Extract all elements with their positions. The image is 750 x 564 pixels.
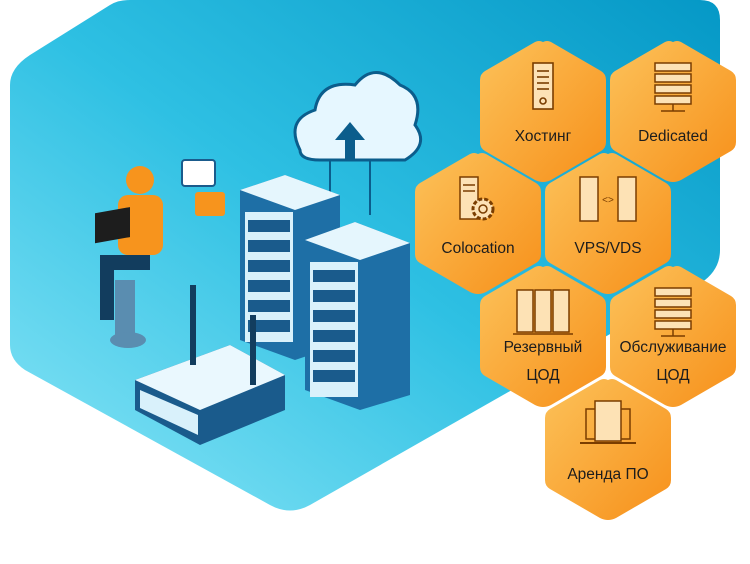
service-label-line1: Обслуживание (619, 339, 727, 356)
service-hex-software-rent[interactable]: Аренда ПО (542, 376, 674, 522)
cloud-upload-icon (293, 71, 423, 215)
hexagon-shape (480, 266, 606, 407)
service-label-line1: Хостинг (514, 128, 572, 145)
server-gear-icon (459, 176, 495, 221)
service-label-line1: Резервный (503, 339, 583, 356)
service-label-line1: Colocation (441, 240, 515, 257)
laptop-window-icon (580, 400, 636, 444)
service-label-line2: ЦОД (656, 367, 690, 384)
service-label: Хостинг (477, 126, 609, 148)
chat-bubbles-icon (181, 159, 225, 216)
server-rack-right (305, 222, 410, 410)
person-with-laptop (95, 166, 163, 348)
service-label-line1: VPS/VDS (574, 240, 642, 257)
service-label: Dedicated (607, 126, 739, 148)
service-label: VPS/VDS (542, 238, 674, 260)
service-label-line1: Аренда ПО (567, 466, 649, 483)
two-servers-code-icon: <> (579, 176, 637, 222)
hexagon-shape (545, 153, 671, 294)
hexagon-shape (545, 379, 671, 520)
service-hex-colocation[interactable]: Colocation (412, 150, 544, 296)
three-servers-icon (513, 289, 573, 335)
router (135, 285, 285, 445)
tower-server-icon (532, 62, 554, 110)
service-label-line2: ЦОД (526, 367, 560, 384)
service-label-line1: Dedicated (638, 128, 708, 145)
service-hex-hosting[interactable]: Хостинг (477, 38, 609, 184)
rack-server-icon (654, 62, 692, 112)
svg-text:<>: <> (602, 195, 614, 206)
rack-server-icon (654, 287, 692, 337)
service-hex-dedicated[interactable]: Dedicated (607, 38, 739, 184)
service-hex-vps[interactable]: <> VPS/VDS (542, 150, 674, 296)
service-label: Аренда ПО (542, 464, 674, 486)
hexagon-shape (415, 153, 541, 294)
service-label: Colocation (412, 238, 544, 260)
hexagon-shape (480, 41, 606, 182)
